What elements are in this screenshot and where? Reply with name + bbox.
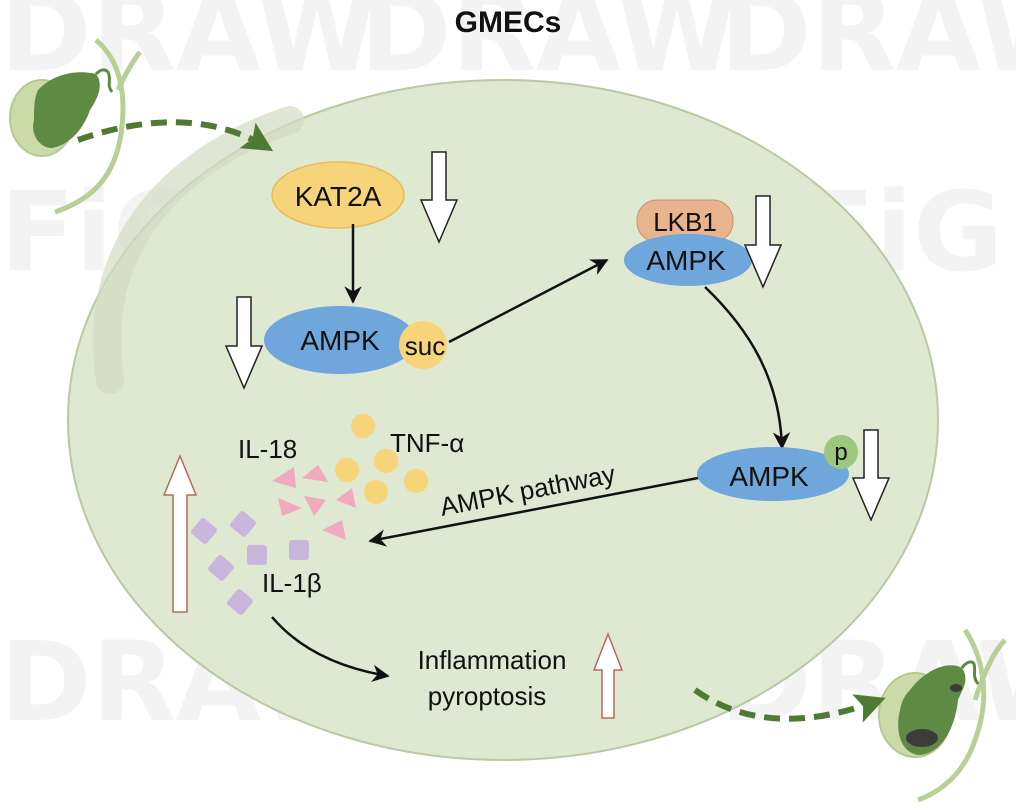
suc-label: suc [405,331,445,361]
ampk-label: AMPK [646,245,726,276]
up-arrow-icon [592,631,624,719]
node-lkb1-ampk: LKB1 AMPK [624,199,752,286]
phospho-label: p [834,439,847,466]
kat2a-label: KAT2A [295,181,382,212]
up-arrow-icon [162,454,198,613]
il18-label: IL-18 [238,434,297,464]
il1b-molecules [191,511,309,615]
tnf-alpha-molecules [335,414,428,504]
arrow-ampk-to-phospho-ampk [704,286,791,450]
tnf-alpha-label: TNF-α [390,428,464,458]
arrow-suc-to-lkb1-ampk [448,258,609,344]
ampk-label: AMPK [729,461,809,492]
watermark-text: DRAW [720,0,1016,96]
down-arrow-icon [224,296,264,390]
down-arrow-icon [851,429,891,522]
node-ampk-phospho: AMPK p [697,435,858,501]
watermark-text: DRAW [360,0,738,96]
il1b-label: IL-1β [262,568,322,598]
pyroptosis-label: pyroptosis [428,681,547,711]
diagram-title: GMECs [455,6,562,39]
down-arrow-icon [743,195,783,289]
ampk-label: AMPK [300,325,380,356]
node-kat2a: KAT2A [271,161,405,229]
gallbladder-healthy-icon [9,38,142,215]
node-ampk-suc: AMPK suc [264,306,447,374]
arrow-to-inflammation [271,616,390,683]
il18-molecules [272,465,356,540]
down-arrow-icon [419,151,459,244]
lkb1-label: LKB1 [653,207,717,237]
inflammation-label: Inflammation [418,645,567,675]
gallbladder-stones-icon [878,628,1007,803]
dashed-arrow-out [693,687,886,723]
arrow-ampk-pathway [368,476,699,547]
